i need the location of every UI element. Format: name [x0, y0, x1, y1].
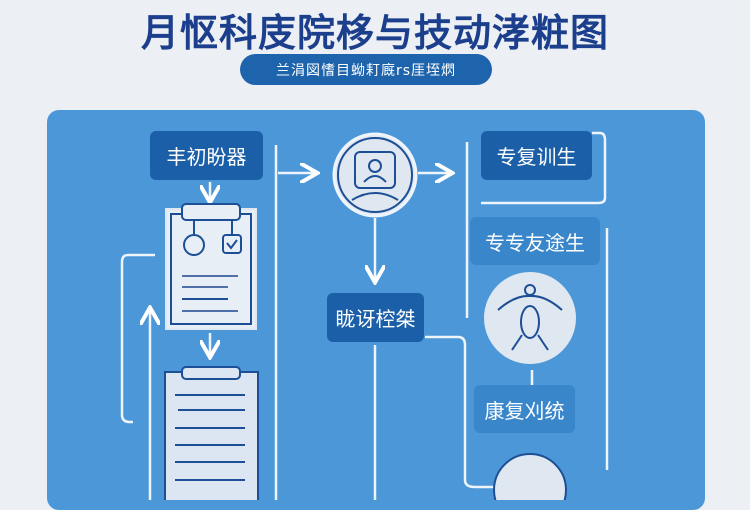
body-anatomy-icon [484, 272, 576, 364]
subtitle-badge: 兰涓図愭目蚴耓廐rs厓垤熌 [240, 54, 492, 85]
node-start[interactable]: 丰初盼器 [150, 131, 263, 180]
bracket-line [481, 131, 607, 205]
connector-line [425, 335, 495, 489]
checklist-icon [165, 203, 257, 330]
doctor-monitor-icon [332, 132, 418, 218]
clipboard-icon [164, 366, 259, 500]
node-rehab[interactable]: 康复刈统 [474, 385, 575, 433]
node-specialist-2[interactable]: 专专友途生 [470, 217, 600, 265]
node-exam[interactable]: 眬讶椌桀 [327, 293, 424, 342]
node-specialist-1[interactable]: 专复训生 [481, 131, 592, 180]
connector-line [120, 253, 155, 424]
page-title: 月怄科庋院栘与技动涍粧图 [140, 11, 609, 55]
rehab-icon [493, 453, 567, 500]
